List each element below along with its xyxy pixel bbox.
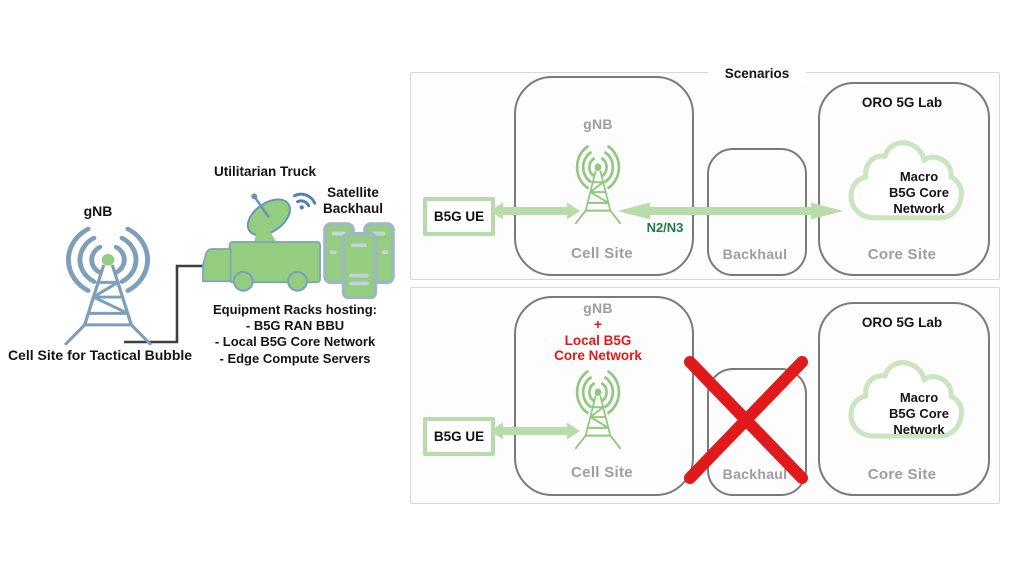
equipment-item: - B5G RAN BBU	[245, 318, 345, 334]
top-cell-site-caption: Cell Site	[571, 245, 633, 262]
bottom-ue-gnb-arrow-icon	[489, 420, 581, 442]
bottom-core-site-box	[818, 302, 990, 496]
left-cell-site-caption: Cell Site for Tactical Bubble	[7, 347, 193, 363]
top-oro-lab-label: ORO 5G Lab	[861, 95, 943, 110]
cell-tower-icon	[38, 222, 178, 348]
bottom-cell-site-caption: Cell Site	[571, 464, 633, 481]
top-gnb-label: gNB	[583, 116, 613, 132]
red-cross-icon	[684, 356, 808, 484]
bottom-plus-sign: +	[593, 316, 603, 332]
top-ue-gnb-arrow-icon	[489, 200, 581, 222]
connector-line	[124, 264, 212, 344]
top-n2n3-label: N2/N3	[646, 220, 684, 235]
bottom-core-site-caption: Core Site	[867, 466, 937, 483]
bottom-b5g-ue-box: B5G UE	[423, 417, 495, 456]
top-backhaul-caption: Backhaul	[722, 246, 788, 262]
bottom-cell-site-box	[514, 296, 694, 496]
signal-waves-icon	[292, 192, 317, 210]
bottom-backhaul-caption: Backhaul	[722, 466, 788, 482]
top-core-site-box	[818, 82, 990, 276]
left-gnb-label: gNB	[83, 203, 113, 219]
top-core-site-caption: Core Site	[867, 246, 937, 263]
equipment-item: - Local B5G Core Network	[214, 334, 376, 350]
bottom-local-core-label: Local B5G Core Network	[554, 333, 642, 363]
bottom-gnb-label: gNB	[583, 300, 613, 316]
satellite-backhaul-label: Satellite Backhaul	[322, 185, 384, 216]
top-b5g-ue-box: B5G UE	[423, 197, 495, 236]
top-gnb-core-arrow-icon	[615, 200, 846, 222]
equipment-item: - Edge Compute Servers	[219, 350, 371, 366]
bottom-oro-lab-label: ORO 5G Lab	[861, 315, 943, 330]
truck-label: Utilitarian Truck	[213, 164, 317, 179]
bottom-macro-core-label: Macro B5G Core Network	[889, 390, 949, 437]
satellite-dish-icon	[246, 193, 291, 237]
equipment-hosting-list: Equipment Racks hosting: - B5G RAN BBU -…	[198, 302, 392, 367]
equipment-title: Equipment Racks hosting:	[213, 302, 377, 317]
top-macro-core-label: Macro B5G Core Network	[889, 169, 949, 216]
bottom-backhaul-box	[707, 368, 807, 496]
top-cell-site-box	[514, 76, 694, 276]
scenarios-title: Scenarios	[708, 66, 806, 81]
server-racks-icon	[323, 222, 395, 299]
truck-icon	[202, 192, 321, 292]
